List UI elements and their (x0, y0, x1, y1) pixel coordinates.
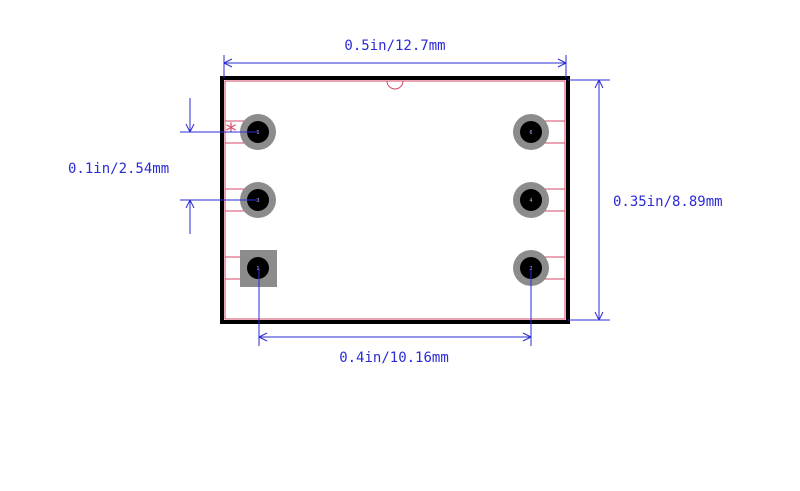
pad-6: 6 (513, 114, 549, 150)
row-spacing-dimension-label: 0.4in/10.16mm (339, 350, 449, 366)
pad-4: 4 (513, 182, 549, 218)
pin-label-5: 5 (256, 130, 259, 136)
pin-label-3: 3 (256, 198, 259, 204)
orientation-notch (386, 80, 404, 90)
pin-label-1: 1 (256, 266, 259, 272)
pin-label-4: 4 (529, 198, 532, 204)
pitch-dimension-label: 0.1in/2.54mm (68, 161, 169, 177)
height-dimension-label: 0.35in/8.89mm (613, 194, 723, 210)
dimension-lines (180, 55, 610, 346)
width-dimension-label: 0.5in/12.7mm (344, 38, 445, 54)
pin-label-6: 6 (529, 130, 532, 136)
